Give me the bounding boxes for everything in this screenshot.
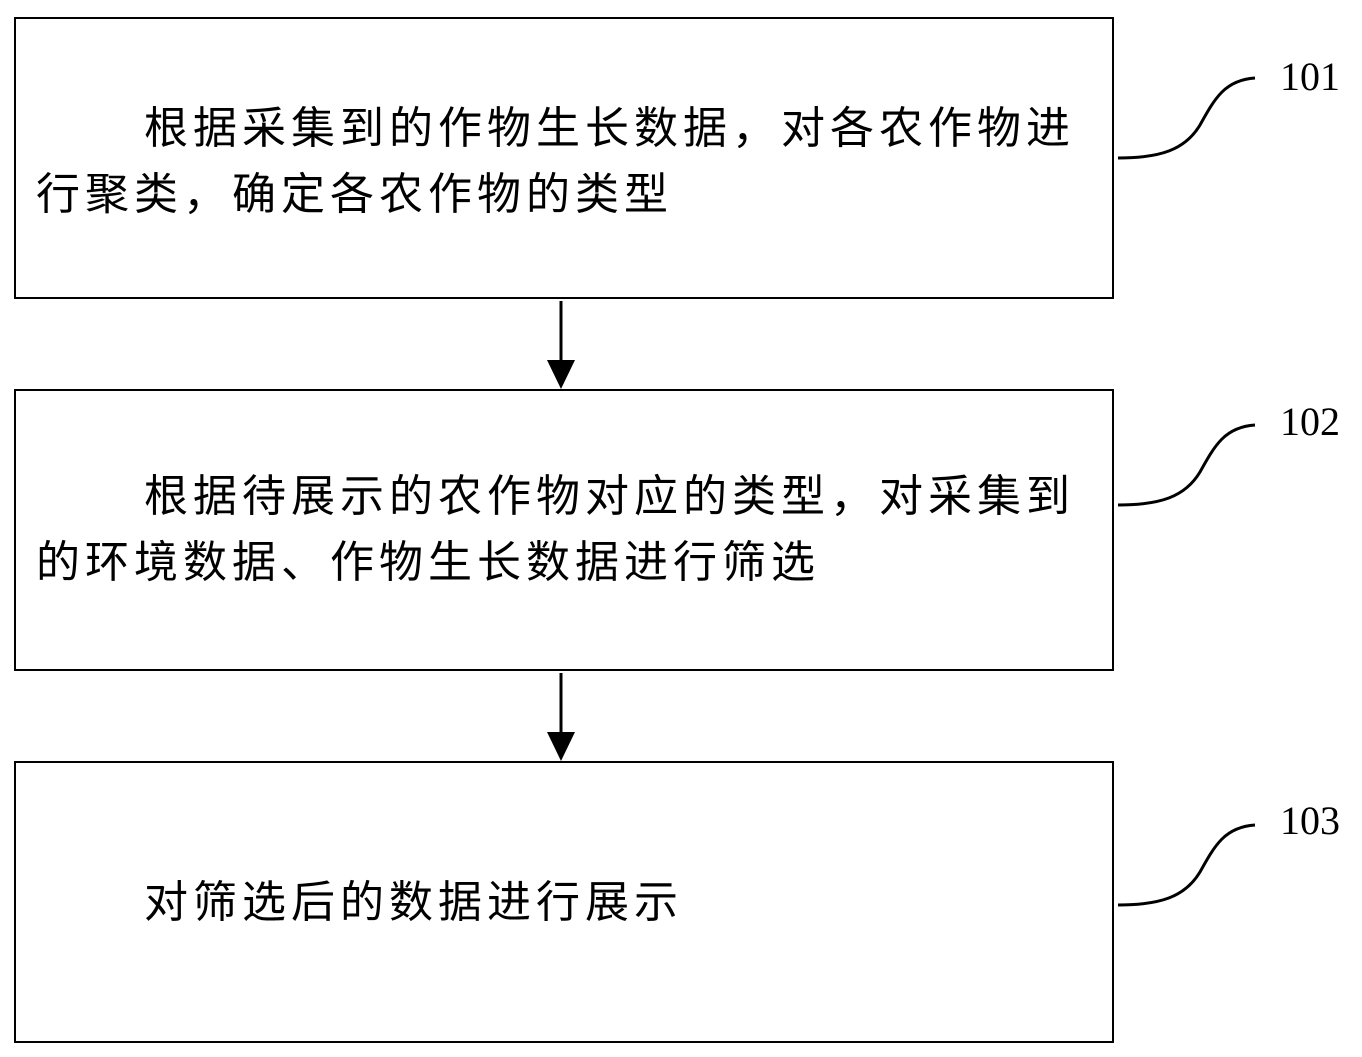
flow-arrow-2-to-3 — [547, 673, 575, 761]
step-label-103: 103 — [1280, 798, 1340, 843]
flow-arrow-1-to-2 — [547, 301, 575, 389]
step-label-101: 101 — [1280, 54, 1340, 99]
leader-line-101 — [1117, 76, 1256, 160]
step-label-102: 102 — [1280, 399, 1340, 444]
leader-line-103 — [1117, 823, 1256, 907]
step-box-102: 根据待展示的农作物对应的类型，对采集到的环境数据、作物生长数据进行筛选 — [14, 389, 1114, 671]
step-text-101: 根据采集到的作物生长数据，对各农作物进行聚类，确定各农作物的类型 — [36, 103, 1075, 220]
leader-line-102 — [1117, 423, 1256, 507]
step-box-103: 对筛选后的数据进行展示 — [14, 761, 1114, 1043]
step-box-101: 根据采集到的作物生长数据，对各农作物进行聚类，确定各农作物的类型 — [14, 17, 1114, 299]
step-text-102: 根据待展示的农作物对应的类型，对采集到的环境数据、作物生长数据进行筛选 — [36, 471, 1075, 588]
step-text-103: 对筛选后的数据进行展示 — [144, 877, 683, 928]
